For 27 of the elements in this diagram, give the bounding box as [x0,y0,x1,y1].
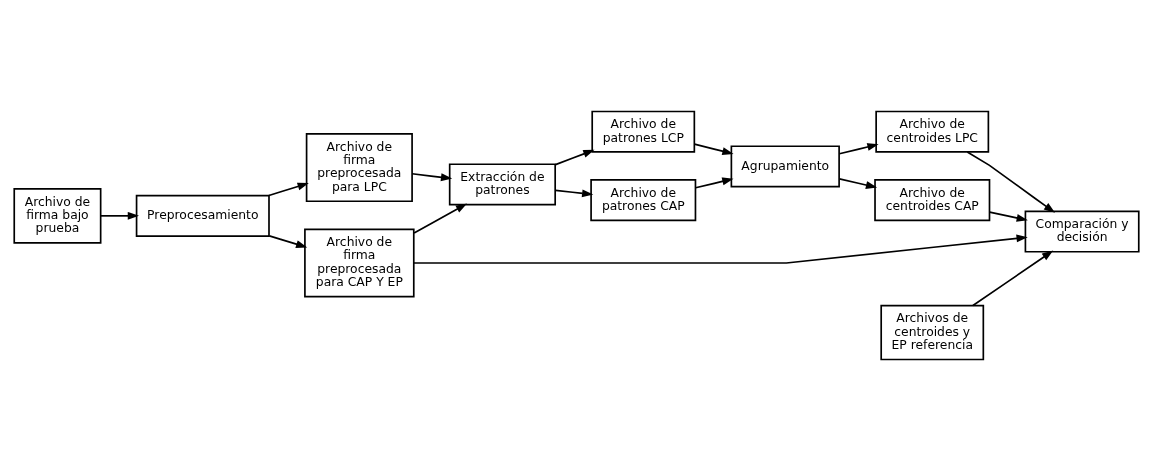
arrow [972,250,1054,307]
node-box: Preprocesamiento [135,194,270,237]
node-box: Archivos de centroides y EP referencia [880,304,985,361]
arrow [99,211,139,220]
arrow [412,234,1028,264]
arrow [268,182,309,197]
node-box: Comparación y decisión [1024,210,1140,253]
arrow [554,189,594,198]
arrow [268,235,308,248]
arrow [413,203,468,234]
node-box: Archivo de firma preprocesada para LPC [305,133,413,203]
arrow [966,151,1056,213]
arrow [838,178,878,189]
node-box: Archivo de patrones CAP [590,179,697,222]
arrow [411,172,453,182]
node-box: Archivo de centroides CAP [874,179,991,222]
arrow [694,177,734,189]
arrow [838,143,879,155]
arrow [554,149,595,166]
node-box: Extracción de patrones [448,163,556,206]
node-box: Agrupamiento [730,145,840,188]
node-box: Archivo de firma bajo prueba [13,188,102,244]
node-box: Archivo de patrones LCP [591,110,696,153]
arrow [693,143,734,155]
node-box: Archivo de firma preprocesada para CAP Y EP [304,228,415,298]
node-box: Archivo de centroides LPC [875,110,990,153]
arrow [988,211,1028,222]
